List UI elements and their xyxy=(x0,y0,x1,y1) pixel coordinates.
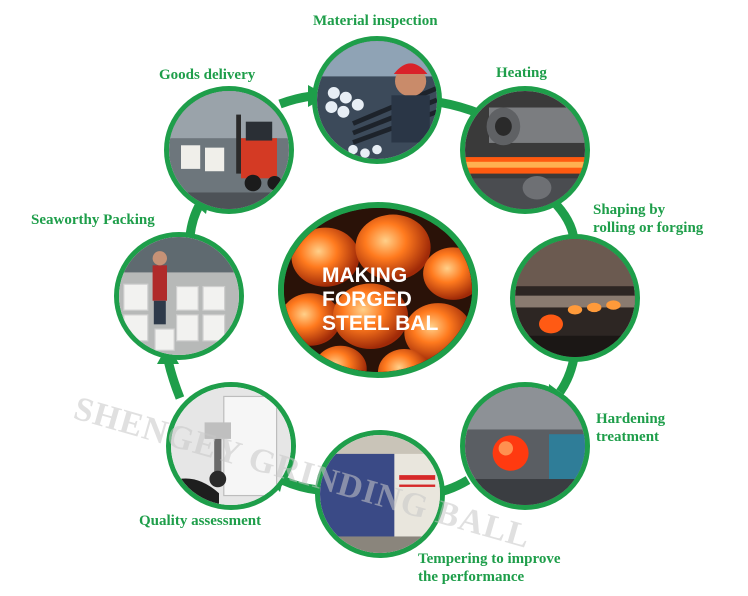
photo-heating xyxy=(460,86,590,214)
label-tempering: Tempering to improve the performance xyxy=(418,550,561,586)
photo-material-inspection xyxy=(312,36,442,164)
label-hardening: Hardening treatment xyxy=(596,410,665,446)
center-panel: MAKING FORGED STEEL BAL xyxy=(278,202,478,378)
label-shaping: Shaping by rolling or forging xyxy=(593,201,703,237)
photo-tempering xyxy=(315,430,445,558)
arrow-shaping-to-hardening xyxy=(556,357,579,395)
photo-quality-assessment xyxy=(166,382,296,510)
label-line: Seaworthy Packing xyxy=(31,212,155,228)
label-material-inspection: Material inspection xyxy=(313,12,438,30)
arrow-packing-to-delivery xyxy=(185,201,204,237)
label-seaworthy-packing: Seaworthy Packing xyxy=(31,211,155,229)
label-line: Shaping by xyxy=(593,202,666,218)
label-line: Quality assessment xyxy=(139,513,262,529)
center-title: MAKING FORGED STEEL BAL xyxy=(322,264,438,336)
label-line: Heating xyxy=(496,65,547,81)
center-title-line-1: MAKING xyxy=(322,264,408,287)
arrow-delivery-to-inspection xyxy=(278,91,313,109)
label-line: rolling or forging xyxy=(593,220,704,236)
photo-seaworthy-packing xyxy=(114,232,244,360)
label-heating: Heating xyxy=(496,64,547,82)
label-goods-delivery: Goods delivery xyxy=(159,66,255,84)
label-quality-assessment: Quality assessment xyxy=(139,512,261,530)
label-line: Material inspection xyxy=(313,13,438,29)
label-line: Goods delivery xyxy=(159,67,256,83)
photo-hardening xyxy=(460,382,590,510)
center-title-line-2: FORGED xyxy=(322,288,412,311)
label-line: the performance xyxy=(418,569,525,585)
photo-shaping xyxy=(510,234,640,362)
arrow-quality-to-packing xyxy=(163,359,185,400)
center-title-line-3: STEEL BAL xyxy=(322,312,439,335)
label-line: treatment xyxy=(596,429,660,445)
label-line: Tempering to improve xyxy=(418,551,561,567)
photo-goods-delivery xyxy=(164,86,294,214)
label-line: Hardening xyxy=(596,411,666,427)
glowing-balls-image xyxy=(284,208,472,372)
